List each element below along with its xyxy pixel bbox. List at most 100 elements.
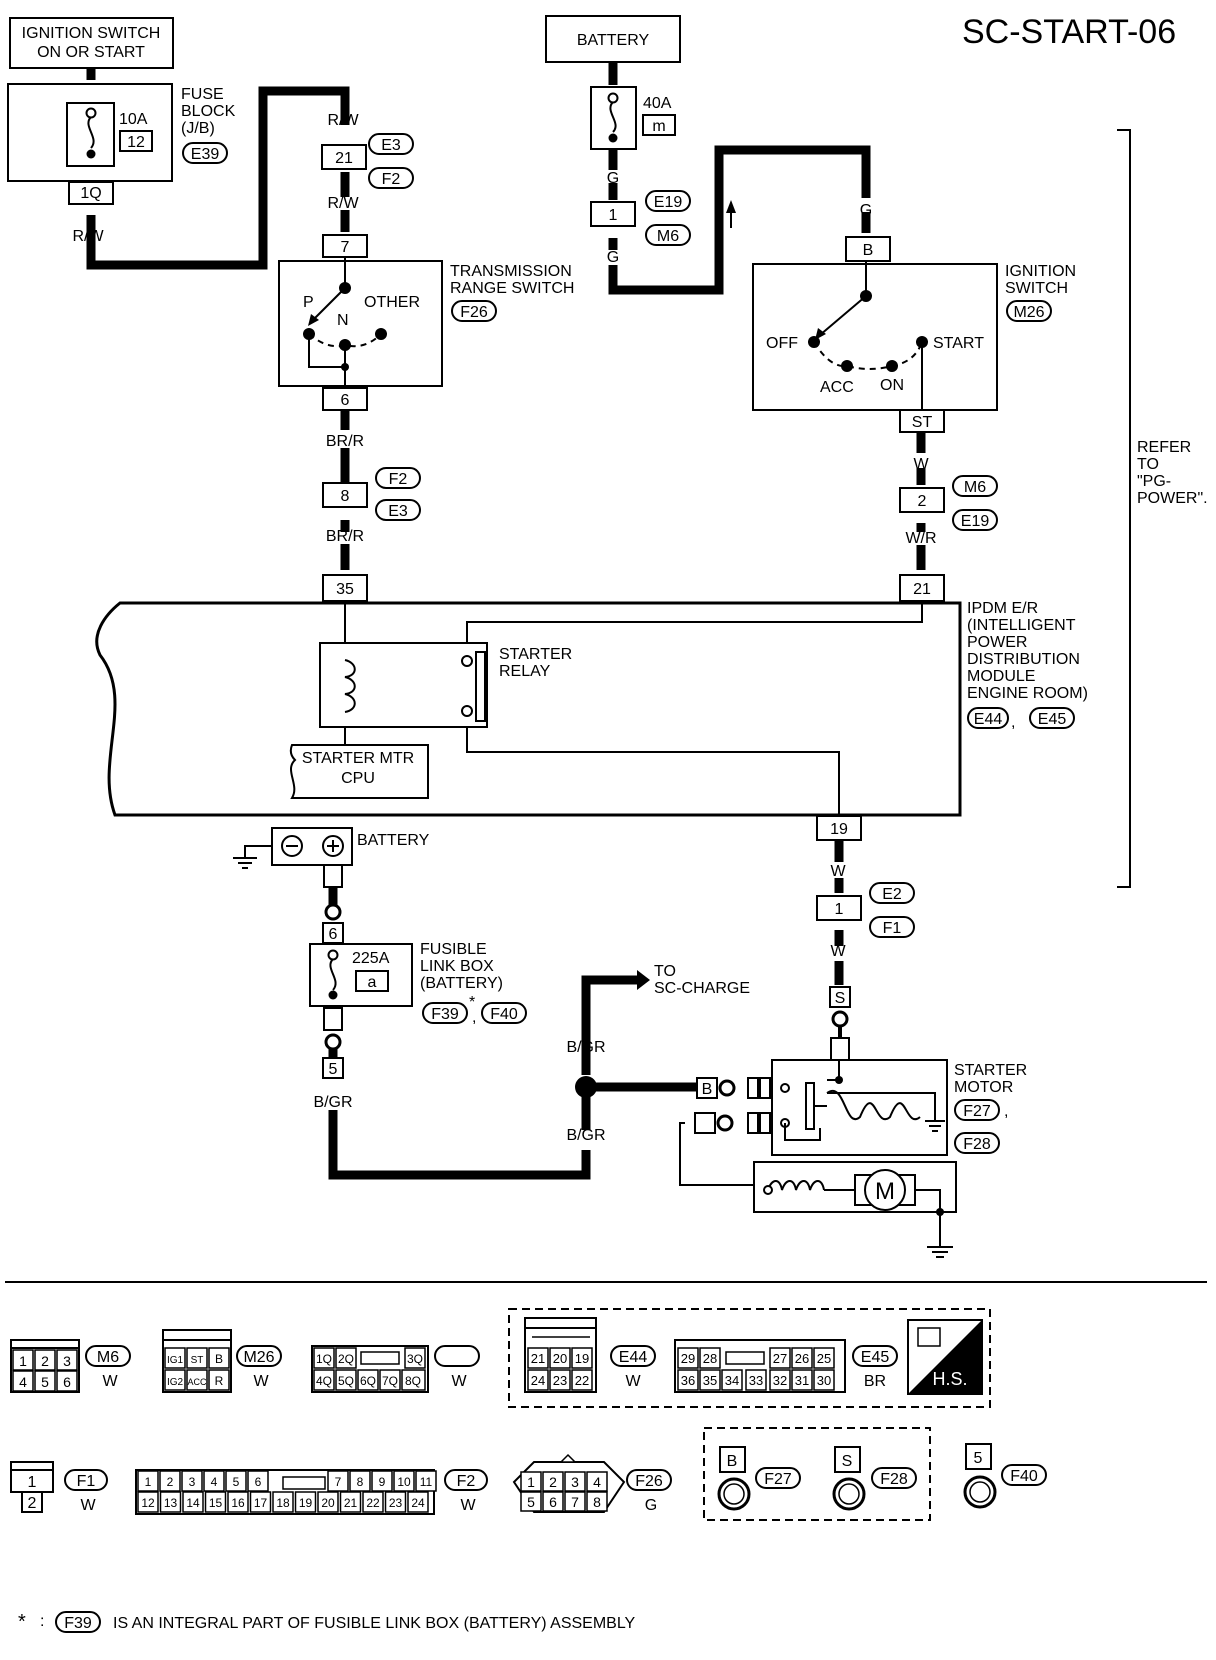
pin-6-box [322, 387, 368, 411]
refer-line-1: REFER [1137, 439, 1191, 456]
f2-pin: 24 [411, 1496, 425, 1510]
pin-6-label: 6 [341, 392, 350, 409]
f2-pin: 23 [389, 1496, 403, 1510]
f2-pin-cell [182, 1491, 204, 1513]
wire-rw-1 [86, 86, 350, 270]
f2-pin: 8 [357, 1475, 364, 1489]
wire-g-4 [608, 145, 871, 295]
wire-label-w-2: W [830, 863, 846, 880]
footnote-star: * [18, 1611, 26, 1633]
m6-pin: 2 [41, 1353, 49, 1369]
conn-e19-label-2: E19 [961, 513, 990, 530]
conn-f1-label: F1 [883, 920, 902, 937]
f2-pin: 17 [254, 1496, 268, 1510]
e39-pin: 2Q [338, 1352, 354, 1366]
starter-mtr-cpu-label-1: STARTER MTR [302, 750, 414, 767]
conn-e39-tag [182, 142, 228, 164]
fuse-40a-no: m [652, 118, 665, 135]
e45-pin: 35 [703, 1373, 717, 1388]
ipdm-label-3: POWER [967, 634, 1027, 651]
conn-e19-tag-1 [645, 190, 691, 212]
pin-1b-box [816, 895, 862, 921]
trans-switch-label-1: TRANSMISSION [450, 263, 572, 280]
f2-pin-cell [203, 1470, 225, 1492]
conn-f27-tag [954, 1099, 1000, 1121]
m6-view-tag: M6 [97, 1349, 119, 1366]
ipdm-label-5: MODULE [967, 668, 1035, 685]
f2-view-color: W [460, 1497, 476, 1514]
conn-e3-label-1: E3 [381, 137, 401, 154]
pin-s-box [829, 986, 851, 1008]
f26-pin: 8 [593, 1494, 601, 1510]
e44-pin: 24 [531, 1373, 545, 1388]
pin-1q-label: 1Q [80, 185, 101, 202]
fuse-10a-icon [87, 116, 95, 149]
e39-pin: 3Q [407, 1352, 423, 1366]
conn-e2-tag [869, 882, 915, 904]
pin-8-label: 8 [341, 488, 350, 505]
pin-b-box [845, 236, 891, 262]
wire-label-bgr-3: B/GR [566, 1127, 605, 1144]
f2-pin-cell [393, 1470, 415, 1492]
f2-pin: 13 [164, 1496, 178, 1510]
wire-label-brr-2: BR/R [326, 528, 364, 545]
connector-icon [917, 1327, 941, 1347]
pin-7-label: 7 [341, 239, 350, 256]
f27-f28-group-frame [703, 1427, 931, 1521]
solenoid-plunger [805, 1082, 815, 1130]
e44-pin: 22 [575, 1373, 589, 1388]
pin-5-label: 5 [329, 1061, 338, 1078]
f2-pin: 22 [366, 1496, 380, 1510]
f2-pin-cell [225, 1470, 247, 1492]
conn-f2-label-1: F2 [382, 171, 401, 188]
f2-pin-cell [247, 1470, 269, 1492]
fusible-link-amp: 225A [352, 950, 390, 967]
ign-switch-label-1: IGNITION [1005, 263, 1076, 280]
footnote-f39-tag [55, 1611, 101, 1633]
f1-view-tag: F1 [77, 1473, 96, 1490]
m26-pin: IG2 [167, 1377, 184, 1388]
e45-view-tag: E45 [861, 1349, 890, 1366]
pin-21b-label: 21 [913, 581, 931, 598]
refer-line-3: "PG- [1137, 473, 1171, 490]
pin-st-box [899, 409, 945, 433]
wire-label-bgr-2: B/GR [566, 1039, 605, 1056]
pin-b-starter-label: B [702, 1081, 713, 1098]
f28-pin: S [842, 1453, 853, 1470]
starter-mtr-cpu-box [289, 744, 429, 799]
e39-pin: 4Q [316, 1374, 332, 1388]
svg-text:,: , [472, 1009, 476, 1026]
e39-pin: 5Q [338, 1374, 354, 1388]
f2-pin-cell [249, 1491, 272, 1513]
fuse-40a-no-box [642, 114, 676, 136]
ign-switch-arm [819, 295, 867, 336]
pin-35-label: 35 [336, 581, 354, 598]
e45-pin: 28 [703, 1351, 717, 1366]
e45-pin: 31 [795, 1373, 809, 1388]
pin-5-box [322, 1057, 344, 1079]
e44-view-color: W [625, 1373, 641, 1390]
svg-text:,: , [1011, 714, 1015, 731]
wire-label-g-2: G [607, 249, 619, 266]
f26-pin: 2 [549, 1474, 557, 1490]
f2-pin-cell [317, 1491, 339, 1513]
connector-view-e44: 21 20 19 24 23 22 E44 W [524, 1317, 656, 1393]
motor-icon [864, 1169, 906, 1211]
fusible-link-label-2: LINK BOX [420, 958, 494, 975]
m26-pin: ST [191, 1355, 204, 1366]
hs-label: H.S. [932, 1369, 967, 1389]
f26-pin: 4 [593, 1474, 601, 1490]
fuse-block-no: 12 [127, 134, 145, 151]
f26-pin: 5 [527, 1494, 535, 1510]
ign-source-line2: ON OR START [37, 44, 145, 61]
footnote-f39-label: F39 [64, 1615, 92, 1632]
conn-f2-tag-2 [375, 467, 421, 489]
conn-f40-label: F40 [490, 1006, 518, 1023]
ign-switch-box [752, 263, 998, 411]
f2-pin: 14 [186, 1496, 200, 1510]
m26-pin: ACC [187, 1377, 207, 1387]
connector-view-f28: S F28 [832, 1446, 917, 1511]
f26-pin: 7 [571, 1494, 579, 1510]
svg-text:,: , [1004, 1103, 1008, 1120]
